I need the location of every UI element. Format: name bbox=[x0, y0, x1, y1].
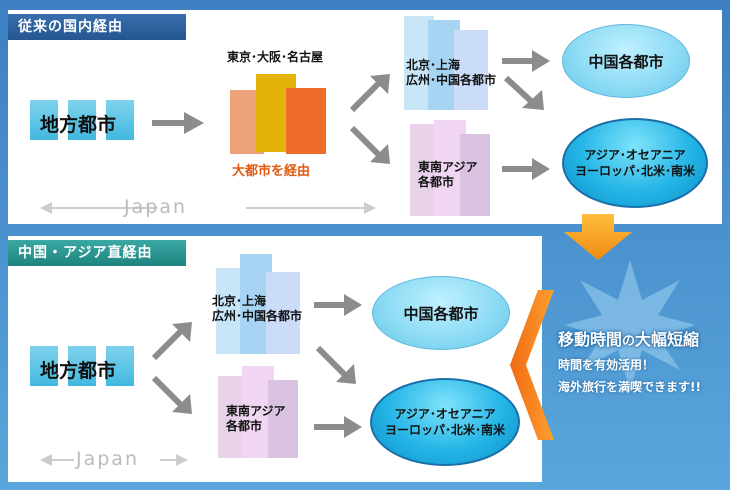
building-block bbox=[460, 134, 490, 216]
japan-range-line bbox=[40, 454, 188, 466]
arrow-down-right-icon bbox=[349, 125, 390, 164]
message-title-part: 大幅短縮 bbox=[635, 330, 700, 349]
sea-cities-label: 東南アジア 各都市 bbox=[418, 160, 478, 190]
local-city-block bbox=[30, 346, 58, 386]
arrow-down-icon bbox=[564, 214, 632, 260]
china-cities-line: 広州･中国各都市 bbox=[212, 309, 303, 323]
local-city-block bbox=[106, 346, 134, 386]
local-city-label: 地方都市 bbox=[40, 360, 117, 382]
bottom-panel-title: 中国・アジア直経由 bbox=[8, 240, 186, 266]
destination-world-line: アジア･オセアニア bbox=[584, 148, 686, 162]
arrow-down-right-icon bbox=[503, 75, 544, 110]
sea-cities-line: 各都市 bbox=[226, 419, 263, 433]
message-line: 時間を有効活用！ bbox=[558, 358, 655, 372]
destination-china-label: 中国各都市 bbox=[403, 304, 479, 323]
japan-range-line bbox=[40, 202, 376, 214]
sea-cities-label: 東南アジア 各都市 bbox=[226, 404, 286, 434]
destination-china: 中国各都市 bbox=[372, 276, 510, 350]
local-city-block bbox=[106, 100, 134, 140]
building-block bbox=[286, 88, 326, 154]
arrow-down-right-icon bbox=[151, 375, 192, 414]
arrow-right-icon bbox=[314, 294, 362, 316]
arrow-right-icon bbox=[502, 50, 550, 72]
arrow-right-icon bbox=[152, 112, 204, 134]
destination-china-label: 中国各都市 bbox=[588, 52, 664, 71]
building-block bbox=[454, 30, 488, 110]
building-block bbox=[266, 272, 300, 354]
japan-label: Japan bbox=[76, 448, 139, 470]
top-panel-title: 従来の国内経由 bbox=[8, 14, 186, 40]
sea-cities-line: 各都市 bbox=[418, 175, 455, 189]
message-title-part: の bbox=[622, 334, 636, 349]
arrow-up-right-icon bbox=[349, 74, 390, 113]
destination-world-line: アジア･オセアニア bbox=[394, 407, 496, 421]
china-cities-label: 北京･上海 広州･中国各都市 bbox=[212, 294, 302, 324]
china-cities-line: 北京･上海 bbox=[212, 294, 267, 308]
local-city-block bbox=[68, 100, 96, 140]
local-city-block bbox=[68, 346, 96, 386]
big-cities-caption: 大都市を経由 bbox=[232, 164, 311, 179]
destination-china: 中国各都市 bbox=[562, 24, 690, 98]
destination-world-line: ヨーロッパ･北米･南米 bbox=[384, 423, 505, 437]
sea-cities-line: 東南アジア bbox=[226, 404, 286, 418]
arrow-up-right-icon bbox=[151, 322, 192, 361]
building-block bbox=[268, 380, 298, 458]
starburst-graphic bbox=[565, 260, 695, 390]
destination-world-label: アジア･オセアニア ヨーロッパ･北米･南米 bbox=[575, 147, 695, 179]
china-cities-line: 広州･中国各都市 bbox=[406, 73, 497, 87]
sea-cities-line: 東南アジア bbox=[418, 160, 478, 174]
big-cities-label: 東京･大阪･名古屋 bbox=[227, 50, 324, 64]
destination-world: アジア･オセアニア ヨーロッパ･北米･南米 bbox=[370, 378, 520, 466]
arrow-right-icon bbox=[502, 158, 550, 180]
local-city-label: 地方都市 bbox=[40, 114, 117, 136]
arrow-down-right-icon bbox=[315, 345, 356, 384]
message-title-part: 移動時間 bbox=[558, 330, 623, 349]
destination-world-label: アジア･オセアニア ヨーロッパ･北米･南米 bbox=[385, 406, 505, 438]
message-line: 海外旅行を満喫できます!! bbox=[558, 380, 701, 394]
china-cities-line: 北京･上海 bbox=[406, 58, 461, 72]
chevron-left-icon bbox=[510, 290, 554, 440]
destination-world: アジア･オセアニア ヨーロッパ･北米･南米 bbox=[562, 118, 708, 208]
china-cities-label: 北京･上海 広州･中国各都市 bbox=[406, 58, 496, 88]
message-title: 移動時間の大幅短縮 bbox=[558, 326, 699, 350]
local-city-block bbox=[30, 100, 58, 140]
arrow-right-icon bbox=[314, 416, 362, 438]
japan-label: Japan bbox=[124, 196, 187, 218]
destination-world-line: ヨーロッパ･北米･南米 bbox=[574, 164, 695, 178]
